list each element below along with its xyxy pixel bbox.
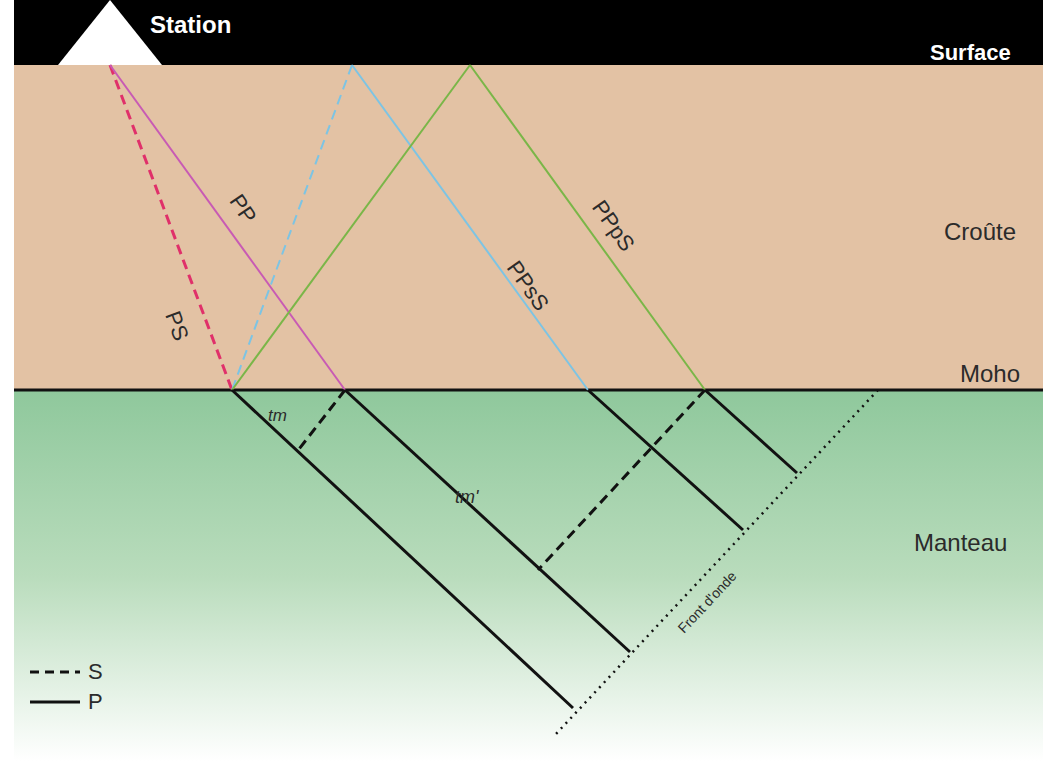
mantle-p-ray [232,390,573,708]
boundary-label: Moho [960,362,1020,386]
ppss-ray-s [232,65,352,390]
station-triangle [58,0,162,65]
crust-band: Croûte [14,65,1043,390]
mantle-p-ray [705,390,797,473]
legend-sample-s [30,671,80,674]
time-delay-dash [538,390,705,570]
legend-sample-p [30,701,80,704]
pp-ray [110,65,345,390]
mantle-p-ray [588,390,743,530]
moho-line [14,389,1043,392]
band-label: Manteau [914,531,1007,555]
time-label: tm' [455,488,478,506]
surface-label: Surface [930,42,1011,64]
ppps-ray-up [232,65,470,390]
time-delay-dash [296,390,345,453]
legend-text: P [88,691,103,713]
legend-text: S [88,661,103,683]
left-border [0,0,14,761]
ppss-ray-p [352,65,588,390]
mantle-band: Manteau [14,391,1043,761]
wavefront [555,390,878,735]
station-triangle [58,0,162,65]
band-label: Station [150,13,231,37]
time-label: tm [268,407,287,424]
band-label: Croûte [944,220,1016,244]
ppps-ray-down [470,65,705,390]
mantle-p-ray [345,390,630,652]
ps-ray [110,65,232,390]
station-marker: Station [58,0,162,65]
